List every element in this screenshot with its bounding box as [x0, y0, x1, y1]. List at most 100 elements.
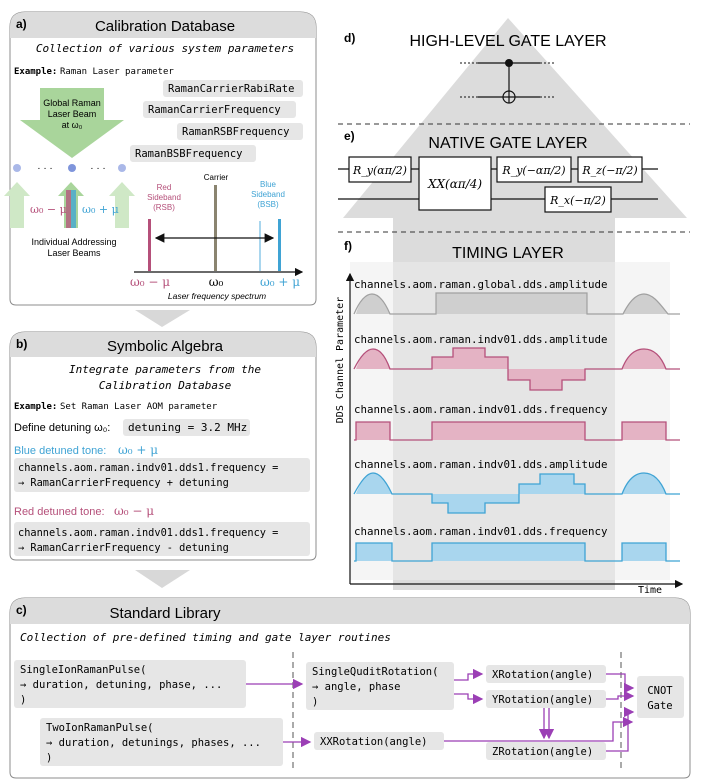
- bsb-label-3: (BSB): [257, 200, 279, 209]
- global-beam-label-2: Laser Beam: [48, 109, 97, 119]
- trace-red-frequency-fill: [356, 422, 666, 440]
- trace-red-amplitude: [353, 347, 680, 391]
- red-code-line-2: → RamanCarrierFrequency - detuning: [18, 542, 229, 554]
- ellipsis-right: · · ·: [90, 163, 106, 174]
- panel-a-example-text: Raman Laser parameter: [60, 67, 174, 77]
- panel-d-title: HIGH-LEVEL GATE LAYER: [409, 33, 606, 50]
- panel-a-subtitle: Collection of various system parameters: [36, 42, 294, 55]
- bsb-line: [278, 219, 281, 271]
- panel-b-subtitle-1: Integrate parameters from the: [69, 363, 261, 376]
- addressing-caption-1: Individual Addressing: [31, 237, 116, 247]
- panel-c-subtitle: Collection of pre-defined timing and gat…: [20, 631, 391, 644]
- panel-a-tag: a): [16, 17, 27, 31]
- timing-x-label: Time: [638, 585, 662, 596]
- gate-ry-pos: R_y(απ/2): [352, 164, 407, 177]
- two-ion-args: → duration, detunings, phases, ...: [46, 737, 261, 749]
- define-detuning-label: Define detuning ω₀:: [14, 422, 110, 434]
- panel-e-tag: e): [344, 129, 355, 143]
- single-qudit-args: → angle, phase: [312, 681, 401, 693]
- panel-symbolic-algebra: b) Symbolic Algebra Integrate parameters…: [9, 331, 317, 561]
- cnot-gate-2: Gate: [647, 700, 672, 712]
- gate-rz-neg: R_z(−π/2): [581, 164, 637, 177]
- trace-red-frequency: [354, 421, 680, 441]
- z-rotation: ZRotation(angle): [492, 746, 593, 758]
- global-beam-arrow: [20, 88, 124, 158]
- flow-chevron-a-b: [135, 310, 190, 327]
- panel-f-tag: f): [344, 239, 352, 253]
- spectrum-caption: Laser frequency spectrum: [168, 291, 266, 301]
- two-ion-close: ): [46, 752, 52, 764]
- cnot-target: [502, 90, 516, 104]
- x-rotation: XRotation(angle): [492, 669, 593, 681]
- carrier-line: [214, 185, 217, 271]
- panel-d-tag: d): [344, 31, 355, 45]
- panel-b-example-text: Set Raman Laser AOM parameter: [60, 402, 218, 412]
- single-ion-args: → duration, detuning, phase, ...: [20, 679, 222, 691]
- blue-code-line-1: channels.aom.raman.indv01.dds1.frequency…: [18, 462, 278, 474]
- panel-calibration-database: a) Calibration Database Collection of va…: [4, 11, 317, 306]
- bsb-label-1: Blue: [260, 180, 277, 189]
- axis-label-center: ω₀: [209, 275, 224, 289]
- trace-blue-frequency: [354, 542, 680, 562]
- param-carrier-frequency: RamanCarrierFrequency: [148, 104, 281, 116]
- trace-label-blue-amplitude: channels.aom.raman.indv01.dds.amplitude: [354, 458, 608, 471]
- global-beam-label-3: at ω₀: [62, 120, 83, 130]
- xx-rotation: XXRotation(angle): [320, 736, 427, 748]
- rsb-line: [148, 219, 151, 271]
- trace-label-red-amplitude: channels.aom.raman.indv01.dds.amplitude: [354, 333, 608, 346]
- addressing-beam-arrows: [4, 182, 135, 228]
- panel-timing-layer: f) TIMING LAYER DDS Channel Parameter Ti…: [335, 239, 684, 596]
- y-rotation: YRotation(angle): [492, 694, 593, 706]
- axis-label-plus: ω₀ + μ: [260, 275, 300, 289]
- gate-xx: XX(απ/4): [427, 177, 482, 191]
- single-ion-raman-pulse: SingleIonRamanPulse(: [20, 664, 146, 676]
- panel-high-level-gate-layer: d) HIGH-LEVEL GATE LAYER: [344, 31, 607, 104]
- blue-code-line-2: → RamanCarrierFrequency + detuning: [18, 477, 229, 489]
- ion-dot: [68, 164, 76, 172]
- bsb-label-2: Sideband: [251, 190, 285, 199]
- trace-blue-frequency-fill: [356, 543, 666, 561]
- single-qudit-rotation: SingleQuditRotation(: [312, 666, 438, 678]
- blue-tone-math: ω₀ + μ: [118, 443, 158, 457]
- ion-dot: [118, 164, 126, 172]
- red-tone-math: ω₀ − μ: [114, 504, 154, 518]
- param-carrier-rabi-rate: RamanCarrierRabiRate: [168, 83, 294, 95]
- trace-global-amplitude: [353, 292, 680, 315]
- panel-a-title: Calibration Database: [95, 18, 235, 35]
- rsb-label-2: Sideband: [147, 193, 181, 202]
- panel-b-subtitle-2: Calibration Database: [99, 379, 232, 392]
- trace-global-amplitude-fill: [356, 293, 668, 314]
- panel-b-tag: b): [16, 337, 27, 351]
- define-detuning-code: detuning = 3.2 MHz: [128, 421, 247, 434]
- blue-tone-label: Blue detuned tone:: [14, 445, 106, 457]
- rsb-label-3: (RSB): [153, 203, 175, 212]
- param-bsb-frequency: RamanBSBFrequency: [135, 148, 242, 160]
- panel-native-gate-layer: e) NATIVE GATE LAYER R_y(απ/2) XX(απ/4) …: [338, 129, 658, 213]
- trace-blue-amplitude: [353, 472, 680, 514]
- trace-red-amplitude-fill: [356, 348, 666, 390]
- two-ion-raman-pulse: TwoIonRamanPulse(: [46, 722, 153, 734]
- panel-f-title: TIMING LAYER: [452, 245, 564, 262]
- rsb-label-1: Red: [157, 183, 172, 192]
- panel-b-example-label: Example:: [14, 402, 57, 412]
- global-beam-label-1: Global Raman: [43, 98, 101, 108]
- cnot-gate-1: CNOT: [647, 685, 673, 697]
- ion-dot: [13, 164, 21, 172]
- single-qudit-close: ): [312, 696, 318, 708]
- panel-c-title: Standard Library: [110, 605, 221, 622]
- trace-label-global-amplitude: channels.aom.raman.global.dds.amplitude: [354, 278, 608, 291]
- trace-label-red-frequency: channels.aom.raman.indv01.dds.frequency: [354, 403, 608, 416]
- panel-standard-library: c) Standard Library Collection of pre-de…: [9, 597, 691, 779]
- axis-label-minus: ω₀ − μ: [130, 275, 170, 289]
- panel-a-example-label: Example:: [14, 67, 57, 77]
- cnot-control-dot: [505, 59, 513, 67]
- red-tone-label: Red detuned tone:: [14, 506, 105, 518]
- red-code-line-1: channels.aom.raman.indv01.dds1.frequency…: [18, 527, 278, 539]
- addressing-caption-2: Laser Beams: [47, 248, 101, 258]
- addressing-label-minus: ω₀ − μ: [30, 203, 67, 216]
- panel-c-tag: c): [16, 603, 27, 617]
- gate-rx-neg: R_x(−π/2): [549, 194, 606, 207]
- addressing-label-plus: ω₀ + μ: [82, 203, 119, 216]
- timing-y-label: DDS Channel Parameter: [335, 297, 346, 423]
